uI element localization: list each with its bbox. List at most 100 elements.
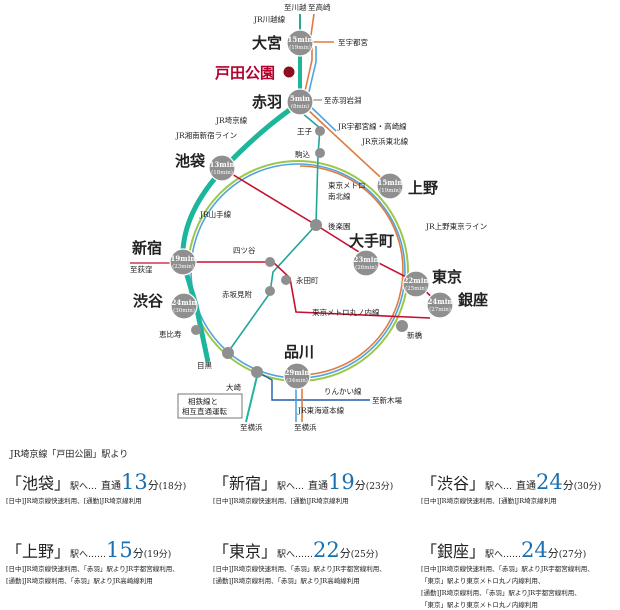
label-to-ogikubo: 至荻窪 bbox=[130, 264, 153, 274]
station-shinbashi: 新橋 bbox=[407, 330, 422, 340]
card-fun: 分 bbox=[562, 479, 574, 492]
node-yotsuya bbox=[265, 257, 275, 267]
label-shonan-shinjuku: JR湘南新宿ライン bbox=[175, 130, 237, 140]
time-sub-otemachi: (26min) bbox=[355, 264, 377, 271]
time-node-shinjuku bbox=[169, 248, 197, 276]
time-sub-akabane: (8min) bbox=[291, 103, 309, 110]
time-sub-ikebukuro: (18min) bbox=[211, 169, 233, 176]
node-shinbashi bbox=[396, 320, 408, 332]
card-station: 「東京」 bbox=[213, 542, 278, 561]
card-dots: … bbox=[503, 482, 513, 492]
card-to: 駅へ bbox=[70, 482, 89, 492]
card-note: [日中]JR埼京線快速利用、「赤羽」駅よりJR宇都宮線利用、 bbox=[213, 565, 386, 573]
time-main-ikebukuro: 13min bbox=[210, 160, 235, 169]
access-card-head: 「東京」駅へ……22分(25分) bbox=[213, 538, 408, 562]
card-min: 19 bbox=[328, 470, 355, 494]
card-note: [通勤]JR埼京線利用、「赤羽」駅よりJR高崎線利用 bbox=[213, 577, 360, 585]
station-shibuya: 渋谷 bbox=[133, 292, 164, 310]
card-station: 「新宿」 bbox=[213, 474, 278, 493]
time-main-ueno: 15min bbox=[378, 178, 403, 187]
node-ebisu bbox=[191, 325, 201, 335]
time-node-omiya bbox=[286, 29, 314, 57]
access-card-head: 「渋谷」駅へ…直通24分(30分) bbox=[421, 470, 616, 494]
card-paren: (23分) bbox=[365, 482, 394, 492]
node-oji bbox=[315, 126, 325, 136]
card-direct: 直通 bbox=[308, 481, 329, 492]
card-dots: …… bbox=[88, 550, 107, 560]
card-dots: … bbox=[295, 482, 305, 492]
card-note: [日中]JR埼京線快速利用、[通勤]JR埼京線利用 bbox=[6, 497, 142, 505]
time-main-shinjuku: 19min bbox=[171, 254, 196, 263]
card-note: [通勤]JR埼京線利用、「赤羽」駅よりJR高崎線利用 bbox=[6, 577, 153, 585]
card-note: [日中]JR埼京線快速利用、[通勤]JR埼京線利用 bbox=[421, 497, 557, 505]
card-note: [日中]JR埼京線快速利用、「赤羽」駅よりJR宇都宮線利用、 bbox=[6, 565, 179, 573]
time-main-otemachi: 23min bbox=[354, 255, 379, 264]
card-paren: (18分) bbox=[158, 482, 187, 492]
station-shinjuku: 新宿 bbox=[132, 239, 162, 257]
card-direct: 直通 bbox=[101, 481, 122, 492]
saikyo-south bbox=[245, 371, 259, 423]
access-card-head: 「銀座」駅へ……24分(27分) bbox=[421, 538, 616, 562]
station-ueno: 上野 bbox=[408, 179, 438, 197]
card-note: [日中]JR埼京線快速利用、「赤羽」駅よりJR宇都宮線利用、 bbox=[421, 565, 594, 573]
card-min: 24 bbox=[521, 538, 548, 562]
card-to: 駅へ bbox=[277, 550, 296, 560]
time-sub-omiya: (19min) bbox=[289, 44, 311, 51]
card-station: 「上野」 bbox=[6, 542, 71, 561]
label-to-yokohama-2: 至横浜 bbox=[294, 422, 317, 432]
time-sub-shibuya: (30min) bbox=[173, 307, 195, 314]
card-dots: … bbox=[88, 482, 98, 492]
card-station: 「池袋」 bbox=[6, 474, 71, 493]
access-card-head: 「池袋」駅へ…直通13分(18分) bbox=[6, 470, 201, 494]
label-kawagoe-line: JR川越線 bbox=[253, 14, 286, 24]
card-note: 「東京」駅より東京メトロ丸ノ内線利用 bbox=[421, 601, 538, 609]
card-min: 22 bbox=[313, 538, 340, 562]
time-sub-tokyo: (25min) bbox=[405, 285, 427, 292]
time-sub-ueno: (19min) bbox=[379, 187, 401, 194]
label-to-utsunomiya: 至宇都宮 bbox=[338, 37, 368, 47]
node-komagome bbox=[315, 148, 325, 158]
access-card: 「上野」駅へ……15分(19分)[日中]JR埼京線快速利用、「赤羽」駅よりJR宇… bbox=[6, 538, 201, 586]
station-yotsuya: 四ツ谷 bbox=[233, 246, 256, 255]
time-main-ginza: 24min bbox=[428, 297, 453, 306]
time-main-tokyo: 22min bbox=[404, 276, 429, 285]
label-to-shinkiba: 至新木場 bbox=[372, 395, 402, 405]
keihin-to-oji bbox=[309, 105, 337, 132]
node-akasakamitsuke bbox=[265, 286, 275, 296]
station-korakuen: 後楽園 bbox=[328, 221, 351, 231]
station-shinagawa: 品川 bbox=[284, 343, 314, 361]
card-min: 15 bbox=[106, 538, 133, 562]
card-paren: (30分) bbox=[573, 482, 602, 492]
card-station: 「渋谷」 bbox=[421, 474, 486, 493]
station-akabane: 赤羽 bbox=[252, 93, 282, 111]
route-map: 15min(19min)5min(8min)13min(18min)15min(… bbox=[130, 2, 488, 432]
card-fun: 分 bbox=[132, 547, 144, 560]
station-todakoen: 戸田公園 bbox=[215, 64, 275, 82]
card-fun: 分 bbox=[354, 479, 366, 492]
time-node-otemachi bbox=[352, 249, 380, 277]
label-nanboku-1: 東京メトロ bbox=[328, 180, 366, 190]
card-direct: 直通 bbox=[516, 481, 537, 492]
card-dots: …… bbox=[503, 550, 522, 560]
time-main-omiya: 15min bbox=[288, 35, 313, 44]
card-paren: (25分) bbox=[350, 550, 379, 560]
station-omiya: 大宮 bbox=[252, 34, 282, 52]
label-marunouchi: 東京メトロ丸ノ内線 bbox=[312, 307, 380, 317]
card-paren: (19分) bbox=[143, 550, 172, 560]
nanboku-line bbox=[225, 107, 321, 356]
time-node-ueno bbox=[376, 172, 404, 200]
label-nanboku-2: 南北線 bbox=[328, 191, 351, 201]
time-sub-shinjuku: (23min) bbox=[172, 263, 194, 270]
card-fun: 分 bbox=[339, 547, 351, 560]
akabane-ueno bbox=[305, 107, 391, 187]
label-sotetsu-2: 相互直通運転 bbox=[182, 406, 227, 416]
card-note: [通勤]JR埼京線利用、「赤羽」駅よりJR宇都宮線利用、 bbox=[421, 589, 581, 597]
rinkai-line bbox=[257, 371, 370, 401]
station-ebisu: 恵比寿 bbox=[159, 329, 182, 339]
card-to: 駅へ bbox=[485, 550, 504, 560]
time-node-shibuya bbox=[170, 292, 198, 320]
time-node-tokyo bbox=[402, 270, 430, 298]
time-node-ginza bbox=[426, 291, 454, 319]
trunk-blue bbox=[306, 46, 317, 101]
card-note: 「東京」駅より東京メトロ丸ノ内線利用、 bbox=[421, 577, 545, 585]
